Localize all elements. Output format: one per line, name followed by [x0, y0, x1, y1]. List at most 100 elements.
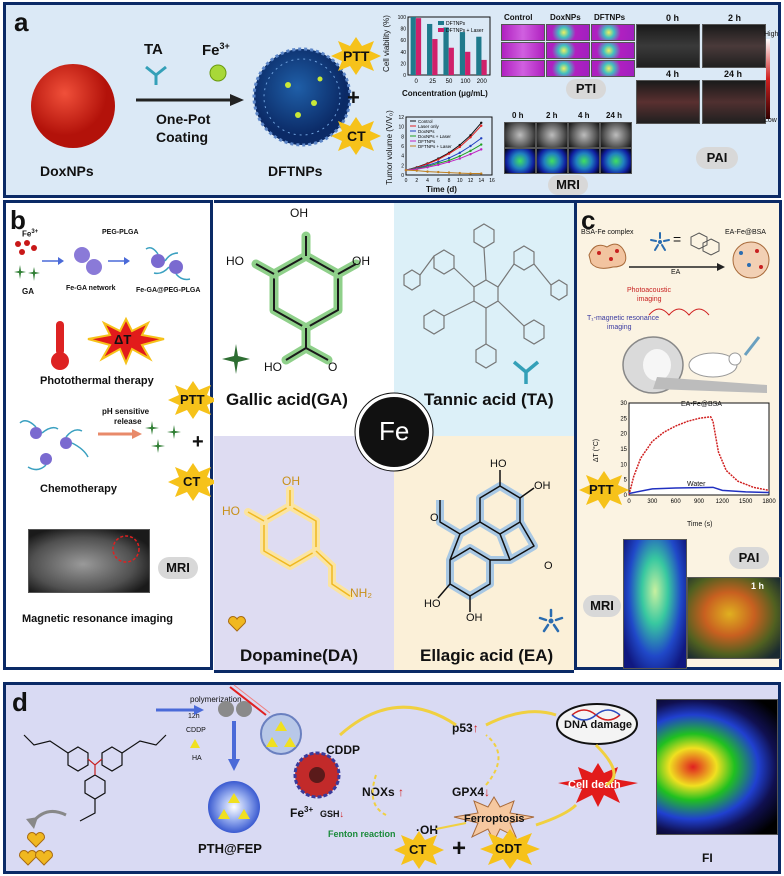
ct-label-a: CT [347, 128, 366, 144]
plus-b: + [192, 431, 204, 453]
cell-bar [459, 32, 466, 75]
tumor-point [469, 172, 472, 175]
mri-time-2: 4 h [578, 111, 590, 120]
tumor-x-tick: 2 [415, 178, 418, 184]
delta-t-label: ΔT [114, 332, 132, 347]
ct-starburst-b [168, 463, 218, 501]
photoacoustic-label-2: imaging [637, 296, 662, 303]
gpx4-label: GPX4↓ [452, 785, 491, 799]
panel-b: b Fe3+ GA PEG-PLGA Fe-GA network Fe-GA@P… [3, 200, 218, 670]
doxnps-label: DoxNPs [40, 163, 94, 179]
tumor-point [458, 145, 461, 149]
da-oh: OH [282, 474, 300, 488]
tumor-point [437, 158, 440, 161]
pai-image-0h [636, 24, 700, 68]
cell-x-tick: 0 [415, 79, 419, 85]
arrow-label-top: One-Pot [156, 111, 211, 127]
tumor-point [426, 166, 429, 169]
pai-time-0: 0 h [666, 13, 680, 23]
tumor-y-tick: 8 [401, 134, 404, 140]
tumor-x-tick: 6 [437, 178, 440, 184]
tumor-point [469, 149, 472, 153]
plus-a: + [347, 85, 360, 110]
dopamine-structure [244, 486, 354, 600]
pti-thumbnail [591, 24, 635, 41]
cell-legend-label: DFTNPs + Laser [446, 28, 484, 34]
c-series-line [628, 415, 770, 496]
ga-o-bottom: O [328, 360, 338, 374]
cell-x-tick: 100 [460, 79, 471, 85]
tumor-legend-label: DFTNPs [418, 139, 436, 144]
thermometer-icon [51, 321, 69, 370]
tumor-series-line [405, 148, 482, 171]
pti-thumbnail [501, 60, 545, 77]
c-y-tick: 15 [620, 447, 627, 453]
t1-mr-label-2: imaging [607, 324, 632, 331]
ga-label-b: GA [22, 287, 34, 296]
ta-icon [145, 65, 167, 85]
cell-nanoparticle-icon [260, 713, 302, 755]
ct-label-d: CT [409, 842, 427, 857]
pai-label-a: PAI [696, 147, 738, 169]
cddp-label: CDDP [326, 743, 361, 757]
fe-dots-icon [15, 240, 37, 255]
da-ho: HO [222, 504, 240, 518]
pai-image-2h [702, 24, 766, 68]
tumor-point [458, 171, 461, 175]
mri-time-0: 0 h [512, 111, 524, 120]
ea-fe-bsa-label: EA-Fe@BSA [725, 229, 766, 236]
micelle-icons [19, 420, 89, 471]
c-x-tick: 1500 [739, 499, 753, 505]
dftnps-label: DFTNPs [268, 163, 323, 179]
c-chart-ylabel: ΔT (°C) [593, 438, 601, 463]
ellagic-acid-structure [436, 470, 538, 612]
ea-structure-small [690, 232, 720, 256]
ph-release-label-1: pH sensitive [102, 407, 150, 416]
pai-time-1: 2 h [728, 13, 742, 23]
ta-label: TA [144, 41, 163, 58]
tumor-y-tick: 12 [398, 115, 404, 121]
c-x-tick: 1800 [762, 499, 776, 505]
tumor-series-line [405, 125, 482, 171]
mri-time-3: 24 h [606, 111, 623, 120]
cell-bar [432, 39, 438, 75]
tumor-series-line [405, 169, 482, 175]
tumor-plot-frame [405, 116, 493, 176]
mri-thumbnail [600, 148, 632, 174]
cell-bar [415, 18, 422, 75]
coating-arrow [136, 94, 244, 106]
fe3-label: Fe3+ [202, 41, 230, 59]
da-name: Dopamine(DA) [240, 646, 359, 665]
cell-legend-swatch [438, 21, 444, 25]
tumor-y-tick: 0 [401, 173, 404, 179]
ga-ho-left: HO [226, 254, 244, 268]
drug-stars-icon [145, 421, 181, 453]
tumor-point [469, 153, 472, 156]
mri-thumbnail [504, 148, 536, 174]
fe-center-circle [354, 392, 434, 472]
tumor-legend-label: DoxNPs [418, 129, 435, 134]
c-chart-water-label: Water [687, 481, 706, 488]
c-y-tick: 25 [620, 416, 627, 422]
cell-y-tick: 80 [400, 27, 406, 33]
tumor-y-tick: 6 [401, 144, 404, 150]
pai-time-2: 4 h [666, 69, 680, 79]
ga-star-icon [222, 344, 250, 374]
fenton-label: Fenton reaction [328, 829, 396, 839]
ga-oh-right: OH [352, 254, 370, 268]
tumor-legend-label: Control [418, 119, 433, 124]
delta-t-starburst-icon [87, 316, 165, 366]
tumor-point [480, 143, 483, 146]
tumor-point [415, 169, 418, 172]
c-x-tick: 1200 [716, 499, 730, 505]
ptt-label-c: PTT [589, 482, 614, 497]
c-y-tick: 5 [624, 478, 628, 484]
cell-legend-swatch [438, 28, 444, 32]
cell-y-tick: 20 [400, 61, 406, 67]
panel-a-label: a [14, 7, 29, 37]
tumor-x-tick: 0 [405, 178, 408, 184]
cdt-starburst-d [480, 829, 540, 869]
c-x-tick: 600 [671, 499, 682, 505]
tumor-y-tick: 2 [401, 163, 404, 169]
